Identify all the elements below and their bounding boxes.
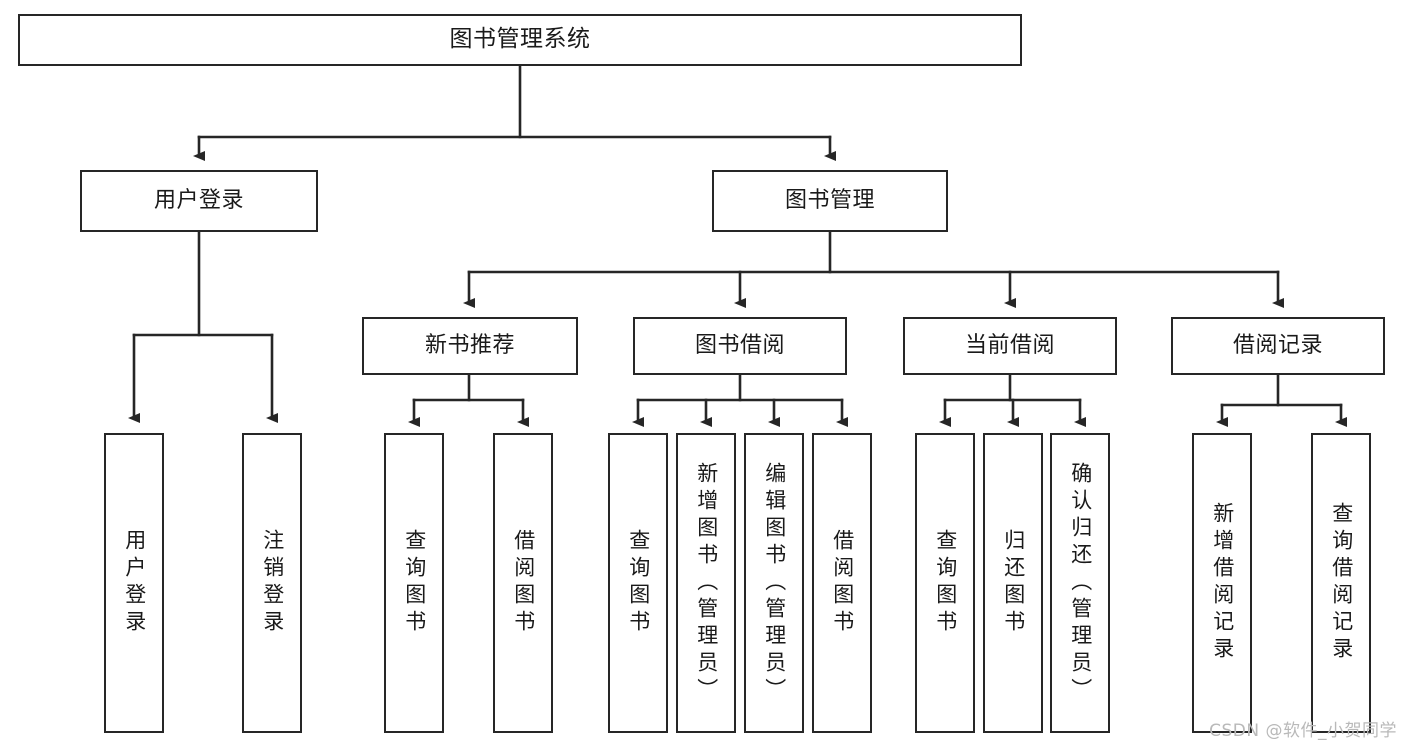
node-leaf-query-book-3-label: 查询图书 [933, 529, 958, 637]
node-user-login[interactable]: 用户登录 [80, 170, 318, 232]
node-new-book-rec[interactable]: 新书推荐 [362, 317, 578, 375]
node-leaf-query-book-3[interactable]: 查询图书 [915, 433, 975, 733]
node-book-borrow-label: 图书借阅 [694, 333, 785, 359]
node-leaf-query-book-2[interactable]: 查询图书 [608, 433, 668, 733]
node-root-label: 图书管理系统 [449, 26, 591, 53]
node-leaf-add-book[interactable]: 新增图书（管理员） [676, 433, 736, 733]
node-leaf-confirm-return[interactable]: 确认归还（管理员） [1050, 433, 1110, 733]
node-leaf-borrow-book-2[interactable]: 借阅图书 [812, 433, 872, 733]
node-leaf-user-login[interactable]: 用户登录 [104, 433, 164, 733]
node-leaf-borrow-book-1-label: 借阅图书 [511, 529, 536, 637]
node-leaf-edit-book-label: 编辑图书（管理员） [762, 461, 787, 705]
node-user-login-label: 用户登录 [153, 188, 244, 214]
node-leaf-query-record[interactable]: 查询借阅记录 [1311, 433, 1371, 733]
node-leaf-user-logout-label: 注销登录 [260, 529, 285, 637]
node-book-manage-label: 图书管理 [784, 188, 875, 214]
node-current-borrow-label: 当前借阅 [964, 333, 1055, 359]
node-leaf-confirm-return-label: 确认归还（管理员） [1068, 461, 1093, 705]
node-leaf-return-book[interactable]: 归还图书 [983, 433, 1043, 733]
node-leaf-query-book-1[interactable]: 查询图书 [384, 433, 444, 733]
node-leaf-user-logout[interactable]: 注销登录 [242, 433, 302, 733]
node-leaf-query-book-2-label: 查询图书 [626, 529, 651, 637]
node-current-borrow[interactable]: 当前借阅 [903, 317, 1117, 375]
node-leaf-query-book-1-label: 查询图书 [402, 529, 427, 637]
node-leaf-edit-book[interactable]: 编辑图书（管理员） [744, 433, 804, 733]
node-leaf-borrow-book-2-label: 借阅图书 [830, 529, 855, 637]
node-leaf-query-record-label: 查询借阅记录 [1329, 502, 1354, 664]
node-borrow-record-label: 借阅记录 [1232, 333, 1323, 359]
node-book-manage[interactable]: 图书管理 [712, 170, 948, 232]
node-book-borrow[interactable]: 图书借阅 [633, 317, 847, 375]
node-leaf-user-login-label: 用户登录 [122, 529, 147, 637]
node-leaf-add-record[interactable]: 新增借阅记录 [1192, 433, 1252, 733]
node-new-book-rec-label: 新书推荐 [424, 333, 515, 359]
node-leaf-add-book-label: 新增图书（管理员） [694, 461, 719, 705]
node-root[interactable]: 图书管理系统 [18, 14, 1022, 66]
csdn-watermark: CSDN @软件_小贺同学 [1209, 721, 1397, 741]
node-leaf-return-book-label: 归还图书 [1001, 529, 1026, 637]
node-leaf-borrow-book-1[interactable]: 借阅图书 [493, 433, 553, 733]
node-leaf-add-record-label: 新增借阅记录 [1210, 502, 1235, 664]
node-borrow-record[interactable]: 借阅记录 [1171, 317, 1385, 375]
